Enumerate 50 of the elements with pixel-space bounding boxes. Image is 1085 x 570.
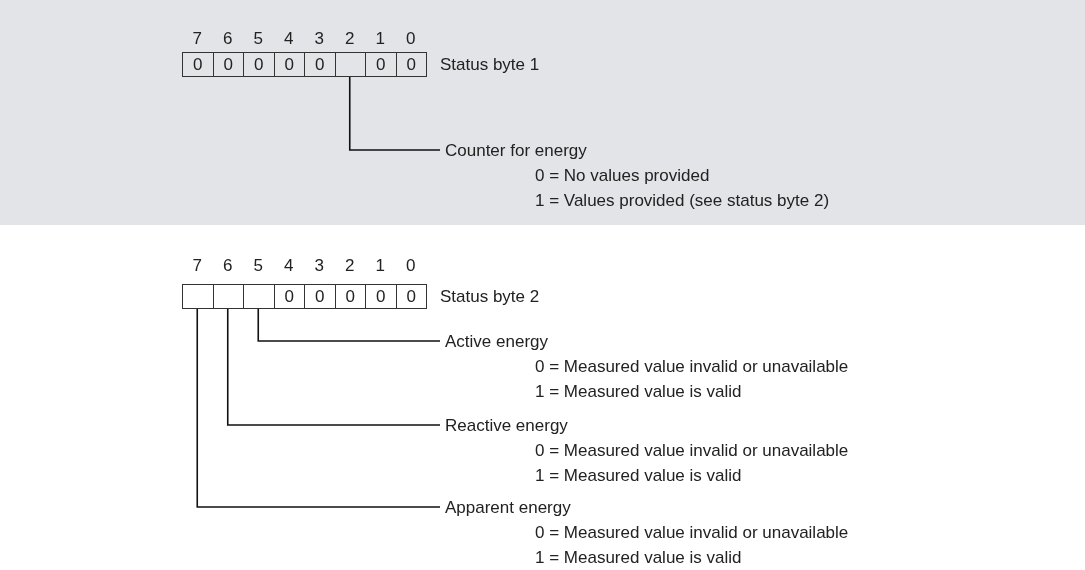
bit-cell: 0 bbox=[334, 284, 366, 309]
bit-cell: 0 bbox=[304, 52, 336, 77]
bit-cell: 0 bbox=[395, 284, 427, 309]
bit-number: 1 bbox=[374, 255, 386, 277]
field-name: Counter for energy bbox=[444, 139, 587, 162]
leader-line bbox=[226, 308, 441, 426]
leader-line bbox=[257, 308, 441, 342]
bit-number: 6 bbox=[222, 255, 234, 277]
bit-cell: 0 bbox=[182, 52, 214, 77]
bit-cell bbox=[334, 52, 366, 77]
bit-cell: 0 bbox=[365, 52, 397, 77]
leader-line bbox=[348, 76, 441, 151]
bit-number: 4 bbox=[283, 28, 295, 50]
bit-number: 7 bbox=[191, 255, 203, 277]
value-description: 0 = Measured value invalid or unavailable bbox=[534, 521, 849, 544]
bit-number: 2 bbox=[344, 28, 356, 50]
bit-number: 3 bbox=[313, 255, 325, 277]
value-description: 1 = Measured value is valid bbox=[534, 380, 742, 403]
value-description: 0 = No values provided bbox=[534, 164, 710, 187]
leader-line bbox=[196, 308, 441, 508]
bit-cell: 0 bbox=[243, 52, 275, 77]
value-description: 1 = Measured value is valid bbox=[534, 546, 742, 569]
bit-number: 4 bbox=[283, 255, 295, 277]
bit-number: 1 bbox=[374, 28, 386, 50]
field-name: Active energy bbox=[444, 330, 548, 353]
bit-cell: 0 bbox=[212, 52, 244, 77]
value-description: 0 = Measured value invalid or unavailable bbox=[534, 439, 849, 462]
bit-number: 0 bbox=[405, 28, 417, 50]
bit-number: 3 bbox=[313, 28, 325, 50]
byte-name: Status byte 2 bbox=[440, 286, 540, 308]
byte-name: Status byte 1 bbox=[440, 54, 540, 76]
bit-number: 7 bbox=[191, 28, 203, 50]
bit-cell bbox=[182, 284, 214, 309]
field-name: Reactive energy bbox=[444, 414, 568, 437]
bit-cell: 0 bbox=[365, 284, 397, 309]
value-description: 0 = Measured value invalid or unavailable bbox=[534, 355, 849, 378]
value-description: 1 = Measured value is valid bbox=[534, 464, 742, 487]
bit-number: 6 bbox=[222, 28, 234, 50]
bit-number: 0 bbox=[405, 255, 417, 277]
bit-cell: 0 bbox=[273, 52, 305, 77]
field-name: Apparent energy bbox=[444, 496, 571, 519]
bit-cell bbox=[212, 284, 244, 309]
bit-cell: 0 bbox=[395, 52, 427, 77]
bit-cell: 0 bbox=[304, 284, 336, 309]
bit-number: 5 bbox=[252, 28, 264, 50]
bit-cell bbox=[243, 284, 275, 309]
bit-cell: 0 bbox=[273, 284, 305, 309]
bit-number: 5 bbox=[252, 255, 264, 277]
bit-number: 2 bbox=[344, 255, 356, 277]
value-description: 1 = Values provided (see status byte 2) bbox=[534, 189, 830, 212]
